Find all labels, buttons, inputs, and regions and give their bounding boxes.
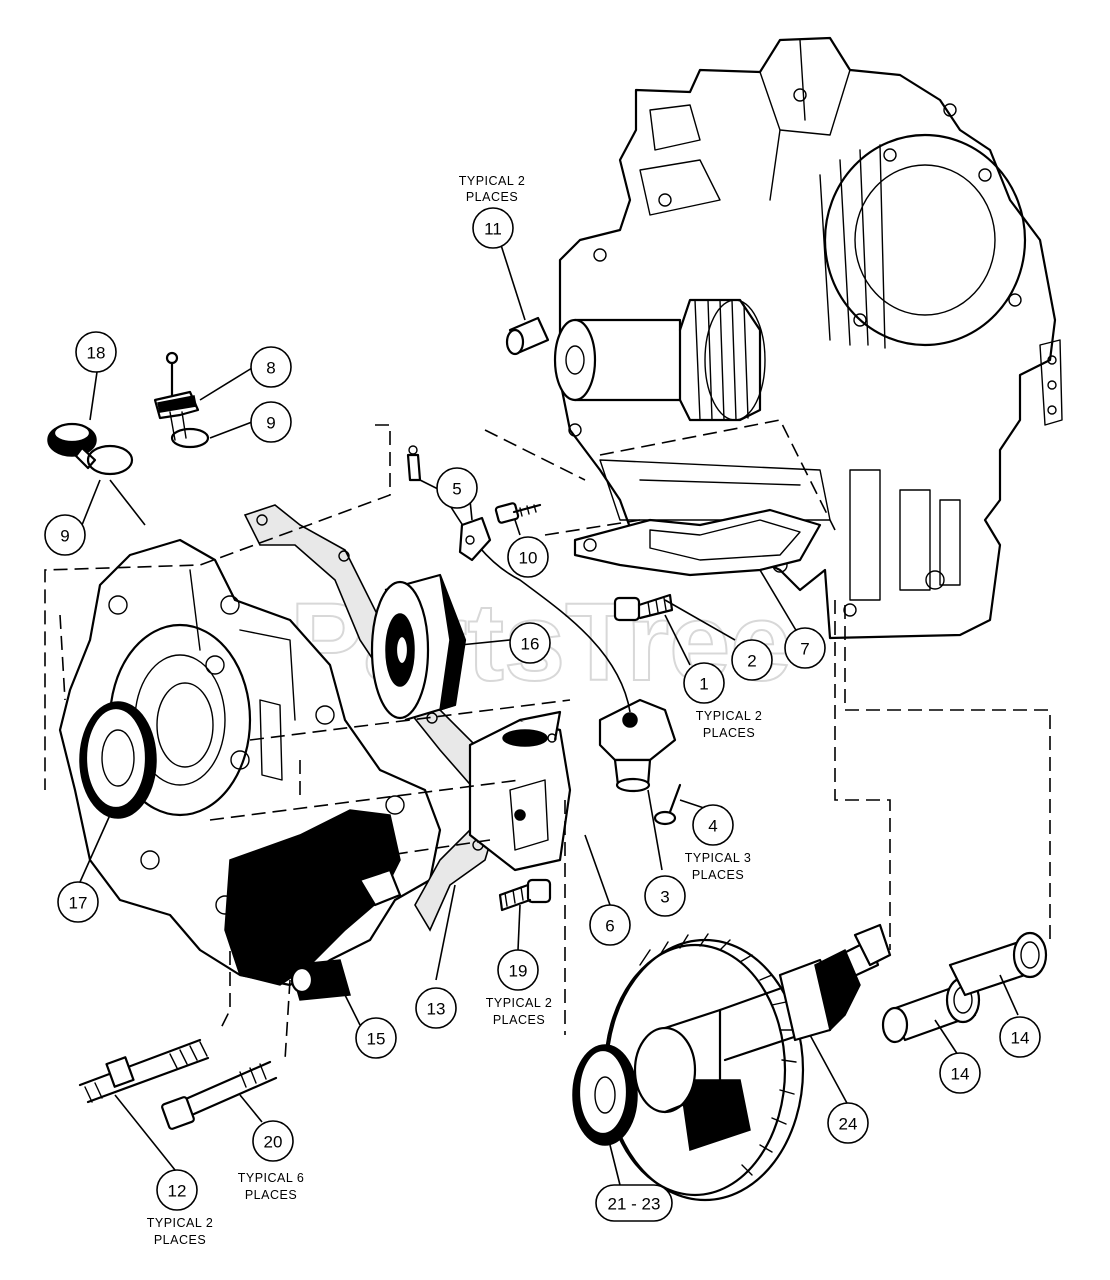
- svg-text:9: 9: [266, 414, 275, 433]
- svg-text:14: 14: [1011, 1029, 1030, 1048]
- svg-text:1: 1: [699, 675, 708, 694]
- callout-14-left: 14: [939, 1052, 981, 1094]
- svg-text:16: 16: [521, 635, 540, 654]
- callout-21-23: 21 - 23: [595, 1184, 673, 1222]
- svg-text:TYPICAL 2: TYPICAL 2: [696, 709, 763, 723]
- callout-8: 8: [250, 346, 292, 388]
- long-stud: [78, 1038, 210, 1104]
- callout-24: 24: [827, 1102, 869, 1144]
- svg-text:15: 15: [367, 1030, 386, 1049]
- svg-text:19: 19: [509, 962, 528, 981]
- callout-14-right: 14: [999, 1016, 1041, 1058]
- svg-text:5: 5: [452, 480, 461, 499]
- crankcase-cover: [58, 538, 442, 1001]
- callout-11: 11: [472, 207, 514, 249]
- svg-text:PLACES: PLACES: [692, 868, 744, 882]
- ball-bearing: [370, 573, 467, 722]
- svg-text:4: 4: [708, 817, 717, 836]
- callout-20: 20: [252, 1120, 294, 1162]
- svg-text:3: 3: [660, 888, 669, 907]
- svg-text:TYPICAL 3: TYPICAL 3: [685, 851, 752, 865]
- svg-text:PLACES: PLACES: [245, 1188, 297, 1202]
- svg-text:21 - 23: 21 - 23: [608, 1195, 661, 1214]
- note-typical-20: TYPICAL 6 PLACES: [238, 1171, 305, 1202]
- note-typical-11: TYPICAL 2 PLACES: [459, 174, 526, 204]
- cover-bolt: [161, 1060, 278, 1130]
- svg-text:2: 2: [747, 652, 756, 671]
- svg-text:24: 24: [839, 1115, 858, 1134]
- alignment-lines: [44, 419, 1051, 1061]
- svg-text:TYPICAL 2: TYPICAL 2: [486, 996, 553, 1010]
- svg-text:8: 8: [266, 359, 275, 378]
- callout-5: 5: [436, 467, 478, 509]
- valve-lifters: [881, 931, 1048, 1044]
- svg-text:PLACES: PLACES: [466, 190, 518, 204]
- svg-text:11: 11: [484, 220, 502, 239]
- callout-19: 19: [497, 949, 539, 991]
- svg-text:TYPICAL 2: TYPICAL 2: [147, 1216, 214, 1230]
- note-typical-1: TYPICAL 2 PLACES: [696, 709, 763, 740]
- callout-18: 18: [75, 331, 117, 373]
- svg-text:18: 18: [87, 344, 106, 363]
- sensor-assembly: [406, 445, 677, 793]
- callout-3: 3: [644, 875, 686, 917]
- svg-text:PLACES: PLACES: [703, 726, 755, 740]
- crankcase-block: [553, 36, 1063, 640]
- svg-text:9: 9: [60, 527, 69, 546]
- callout-16: 16: [509, 622, 551, 664]
- callout-13: 13: [415, 987, 457, 1029]
- svg-text:PLACES: PLACES: [154, 1233, 206, 1247]
- svg-text:10: 10: [519, 549, 538, 568]
- callout-10: 10: [507, 536, 549, 578]
- callout-12: 12: [156, 1169, 198, 1211]
- leader-lines: [79, 244, 1019, 1186]
- svg-text:17: 17: [69, 894, 88, 913]
- screw-4: [653, 783, 682, 826]
- svg-text:TYPICAL 6: TYPICAL 6: [238, 1171, 305, 1185]
- o-ring-lower: [86, 444, 134, 476]
- callout-17: 17: [57, 881, 99, 923]
- svg-text:6: 6: [605, 917, 614, 936]
- svg-text:TYPICAL 2: TYPICAL 2: [459, 174, 526, 188]
- bolt-19: [498, 878, 552, 912]
- oil-plug: [47, 422, 97, 470]
- callout-6: 6: [589, 904, 631, 946]
- bolt-1: [613, 593, 674, 622]
- callout-4: 4: [692, 804, 734, 846]
- governor-bracket: [468, 710, 572, 872]
- note-typical-4: TYPICAL 3 PLACES: [685, 851, 752, 882]
- callout-2: 2: [731, 639, 773, 681]
- screw-10: [494, 502, 542, 524]
- svg-text:13: 13: [427, 1000, 446, 1019]
- breather-plate: [573, 508, 822, 577]
- camshaft-gear: [603, 923, 892, 1202]
- svg-text:20: 20: [264, 1133, 283, 1152]
- callout-1: 1: [683, 662, 725, 704]
- dowel-pin: [505, 316, 550, 356]
- o-ring-upper: [170, 427, 210, 449]
- callout-7: 7: [784, 627, 826, 669]
- oil-pressure-sender: [153, 351, 200, 441]
- svg-text:12: 12: [168, 1182, 187, 1201]
- oil-seal: [79, 701, 157, 819]
- wire-clip: [458, 516, 492, 562]
- thrust-washer: [572, 1044, 638, 1146]
- svg-text:PLACES: PLACES: [493, 1013, 545, 1027]
- callout-9-upper: 9: [250, 401, 292, 443]
- svg-text:7: 7: [800, 640, 809, 659]
- callout-15: 15: [355, 1017, 397, 1059]
- svg-text:14: 14: [951, 1065, 970, 1084]
- callout-9-lower: 9: [44, 514, 86, 556]
- note-typical-12: TYPICAL 2 PLACES: [147, 1216, 214, 1247]
- note-typical-19: TYPICAL 2 PLACES: [486, 996, 553, 1027]
